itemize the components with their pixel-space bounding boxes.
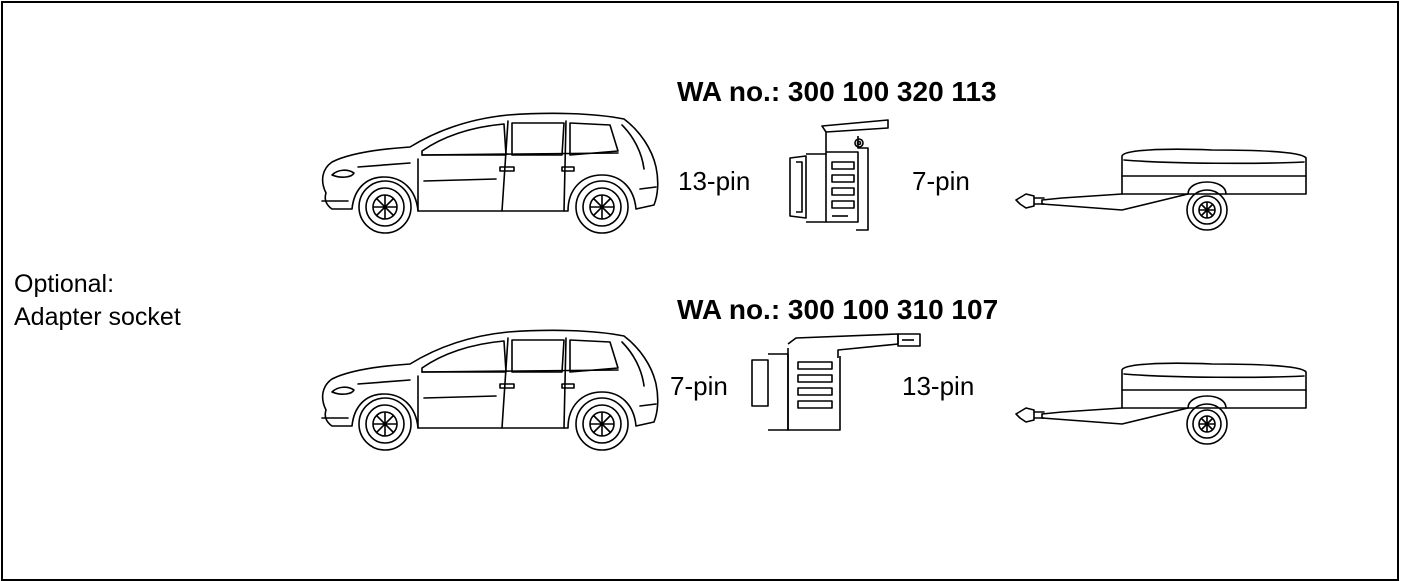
right-pin-label-row1: 7-pin [912,166,970,196]
left-pin-label-row1: 13-pin [678,166,751,196]
optional-label-line1: Optional: [14,270,115,298]
wa-number-row1: WA no.: 300 100 320 113 [677,76,997,107]
adapter-13-to-7-icon [786,118,891,236]
right-pin-label-row2: 13-pin [902,371,975,401]
trailer-icon [1012,148,1312,234]
trailer-icon [1012,362,1312,448]
car-icon [318,105,660,240]
left-pin-label-row2: 7-pin [670,371,728,401]
adapter-7-to-13-icon [748,330,924,432]
optional-label: Optional: Adapter socket [14,268,181,334]
car-icon [318,322,660,457]
optional-label-line2: Adapter socket [14,303,181,331]
wa-number-row2: WA no.: 300 100 310 107 [677,294,999,325]
